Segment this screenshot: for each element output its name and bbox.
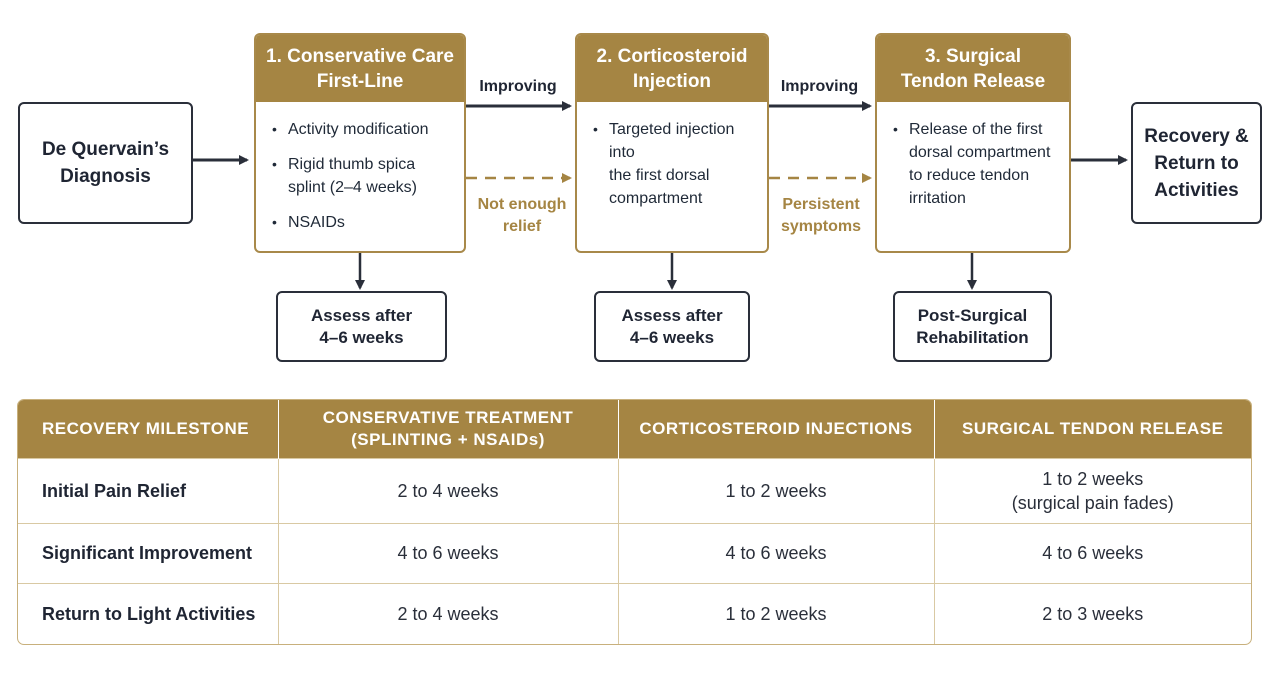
table-cell: 2 to 4 weeks (278, 457, 619, 523)
label-persistent-symptoms: Persistent symptoms (780, 196, 862, 235)
label-improving-1: Improving (479, 78, 557, 95)
table-row: Significant Improvement 4 to 6 weeks 4 t… (18, 522, 1251, 583)
table-cell: 4 to 6 weeks (618, 522, 935, 583)
bullet-item: Activity modification (272, 118, 450, 141)
table-cell: 1 to 2 weeks (618, 582, 935, 644)
column-header: CONSERVATIVE TREATMENT (SPLINTING + NSAI… (278, 400, 619, 458)
table-cell: 2 to 4 weeks (278, 582, 619, 644)
table-cell: 4 to 6 weeks (934, 522, 1251, 583)
recovery-milestones-table: RECOVERY MILESTONE CONSERVATIVE TREATMEN… (17, 399, 1252, 645)
outcome-box: Recovery & Return to Activities (1131, 102, 1262, 224)
bullet-item: Release of the first dorsal compartment … (893, 118, 1055, 210)
column-header: RECOVERY MILESTONE (18, 400, 279, 458)
column-header: CORTICOSTEROID INJECTIONS (618, 400, 935, 458)
stage-title: 2. Corticosteroid Injection (577, 35, 767, 102)
bullet-list: Targeted injection into the first dorsal… (593, 118, 753, 210)
table-cell: 1 to 2 weeks (surgical pain fades) (934, 457, 1251, 523)
diagnosis-box: De Quervain’s Diagnosis (18, 102, 193, 224)
diagnosis-label: De Quervain’s Diagnosis (41, 139, 170, 187)
bullet-list: Release of the first dorsal compartment … (893, 118, 1055, 210)
column-header: SURGICAL TENDON RELEASE (934, 400, 1251, 458)
table-cell: 1 to 2 weeks (618, 457, 935, 523)
bullet-item: NSAIDs (272, 211, 450, 234)
row-label: Initial Pain Relief (18, 457, 279, 523)
stage-title: 1. Conservative Care First-Line (256, 35, 464, 102)
stage-title: 3. Surgical Tendon Release (877, 35, 1069, 102)
row-label: Significant Improvement (18, 522, 279, 583)
stage-conservative-care: 1. Conservative Care First-Line Activity… (254, 33, 466, 253)
table-cell: 2 to 3 weeks (934, 582, 1251, 644)
stage-corticosteroid-injection: 2. Corticosteroid Injection Targeted inj… (575, 33, 769, 253)
outcome-label: Recovery & Return to Activities (1144, 125, 1249, 201)
label-not-enough-relief: Not enough relief (477, 196, 567, 235)
bullet-item: Targeted injection into the first dorsal… (593, 118, 753, 210)
row-label: Return to Light Activities (18, 582, 279, 644)
table-row: Return to Light Activities 2 to 4 weeks … (18, 582, 1251, 644)
bullet-list: Activity modification Rigid thumb spica … (272, 118, 450, 234)
table-header-row: RECOVERY MILESTONE CONSERVATIVE TREATMEN… (18, 400, 1251, 458)
bullet-item: Rigid thumb spica splint (2–4 weeks) (272, 153, 450, 199)
label-improving-2: Improving (780, 78, 859, 95)
stage-surgical-release: 3. Surgical Tendon Release Release of th… (875, 33, 1071, 253)
assessment-box-injection: Assess after 4–6 weeks (594, 291, 750, 362)
table-row: Initial Pain Relief 2 to 4 weeks 1 to 2 … (18, 457, 1251, 523)
assessment-box-conservative: Assess after 4–6 weeks (276, 291, 447, 362)
rehabilitation-box: Post-Surgical Rehabilitation (893, 291, 1052, 362)
table-cell: 4 to 6 weeks (278, 522, 619, 583)
flow-connectors (193, 101, 1128, 290)
